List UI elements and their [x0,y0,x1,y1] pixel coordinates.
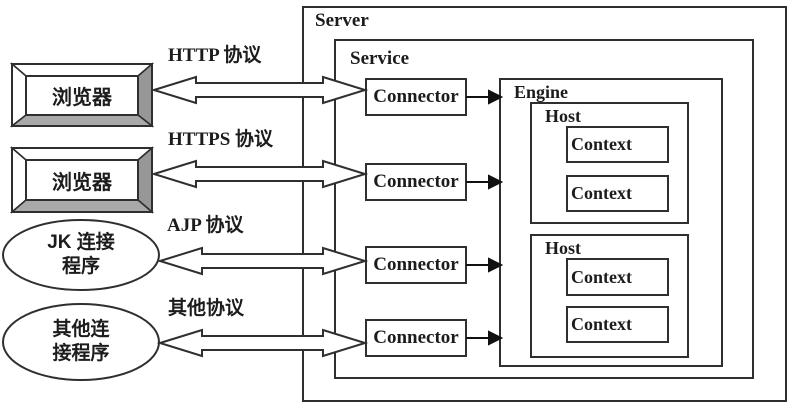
other-protocol-label: 其他协议 [168,298,245,319]
https-protocol-label: HTTPS 协议 [168,129,274,150]
browser-keycap-2 [9,146,155,214]
browser-keycap-1 [9,62,155,128]
connector4-label: Connector [373,327,459,348]
keycap1-top-face [9,63,155,77]
jk-connector-label: JK 连接 程序 [3,231,159,279]
connector-engine-arrows [466,89,504,346]
http-protocol-label: HTTP 协议 [168,45,262,66]
connector-box-3 [365,246,467,284]
browser2-label: 浏览器 [52,171,112,194]
https-double-arrow [150,159,369,189]
connector2-engine-arrowhead [488,174,504,190]
other-connector-label: 其他连 接程序 [3,318,159,366]
connector-box-4 [365,319,467,357]
context4-label: Context [571,314,632,334]
keycap2-top-face [9,147,155,161]
other-double-arrow [156,328,369,358]
connector1-engine-arrowhead [488,89,504,105]
browser1-label: 浏览器 [52,87,112,109]
server-label: Server [315,10,369,31]
keycap2-inner-face [25,159,139,201]
context-box-3 [566,258,669,296]
keycap1-outer-border [11,63,153,127]
keycap1-bottom-face [9,114,155,127]
service-label: Service [350,48,410,69]
other-connector-label-line1: 其他连 [52,319,110,340]
client-connector-arrows [150,75,369,358]
connector-box-1 [365,78,467,116]
context-box-1 [566,126,669,163]
context1-label: Context [571,134,632,154]
connector3-label: Connector [373,254,459,275]
jk-connector-label-line1: JK 连接 [47,232,115,253]
engine-label: Engine [514,82,569,102]
ajp-protocol-label: AJP 协议 [167,215,244,236]
keycap2-bottom-face [9,199,155,213]
jk-connector-label-line2: 程序 [61,256,100,277]
http-double-arrow [150,75,369,105]
other-connector-ellipse [2,303,160,381]
context-box-2 [566,175,669,212]
connector2-label: Connector [373,171,459,192]
ajp-double-arrow [156,246,369,276]
host2-label: Host [545,238,581,258]
jk-connector-ellipse [2,219,160,291]
context2-label: Context [571,183,632,203]
other-connector-label-line2: 接程序 [52,343,110,364]
connector3-engine-arrowhead [488,257,504,273]
context3-label: Context [571,266,632,287]
context-box-4 [566,306,669,343]
connector4-engine-arrowhead [488,330,504,346]
keycap2-outer-border [11,147,153,213]
keycap1-inner-face [25,75,139,116]
connector1-label: Connector [373,86,459,107]
host1-label: Host [545,106,581,126]
